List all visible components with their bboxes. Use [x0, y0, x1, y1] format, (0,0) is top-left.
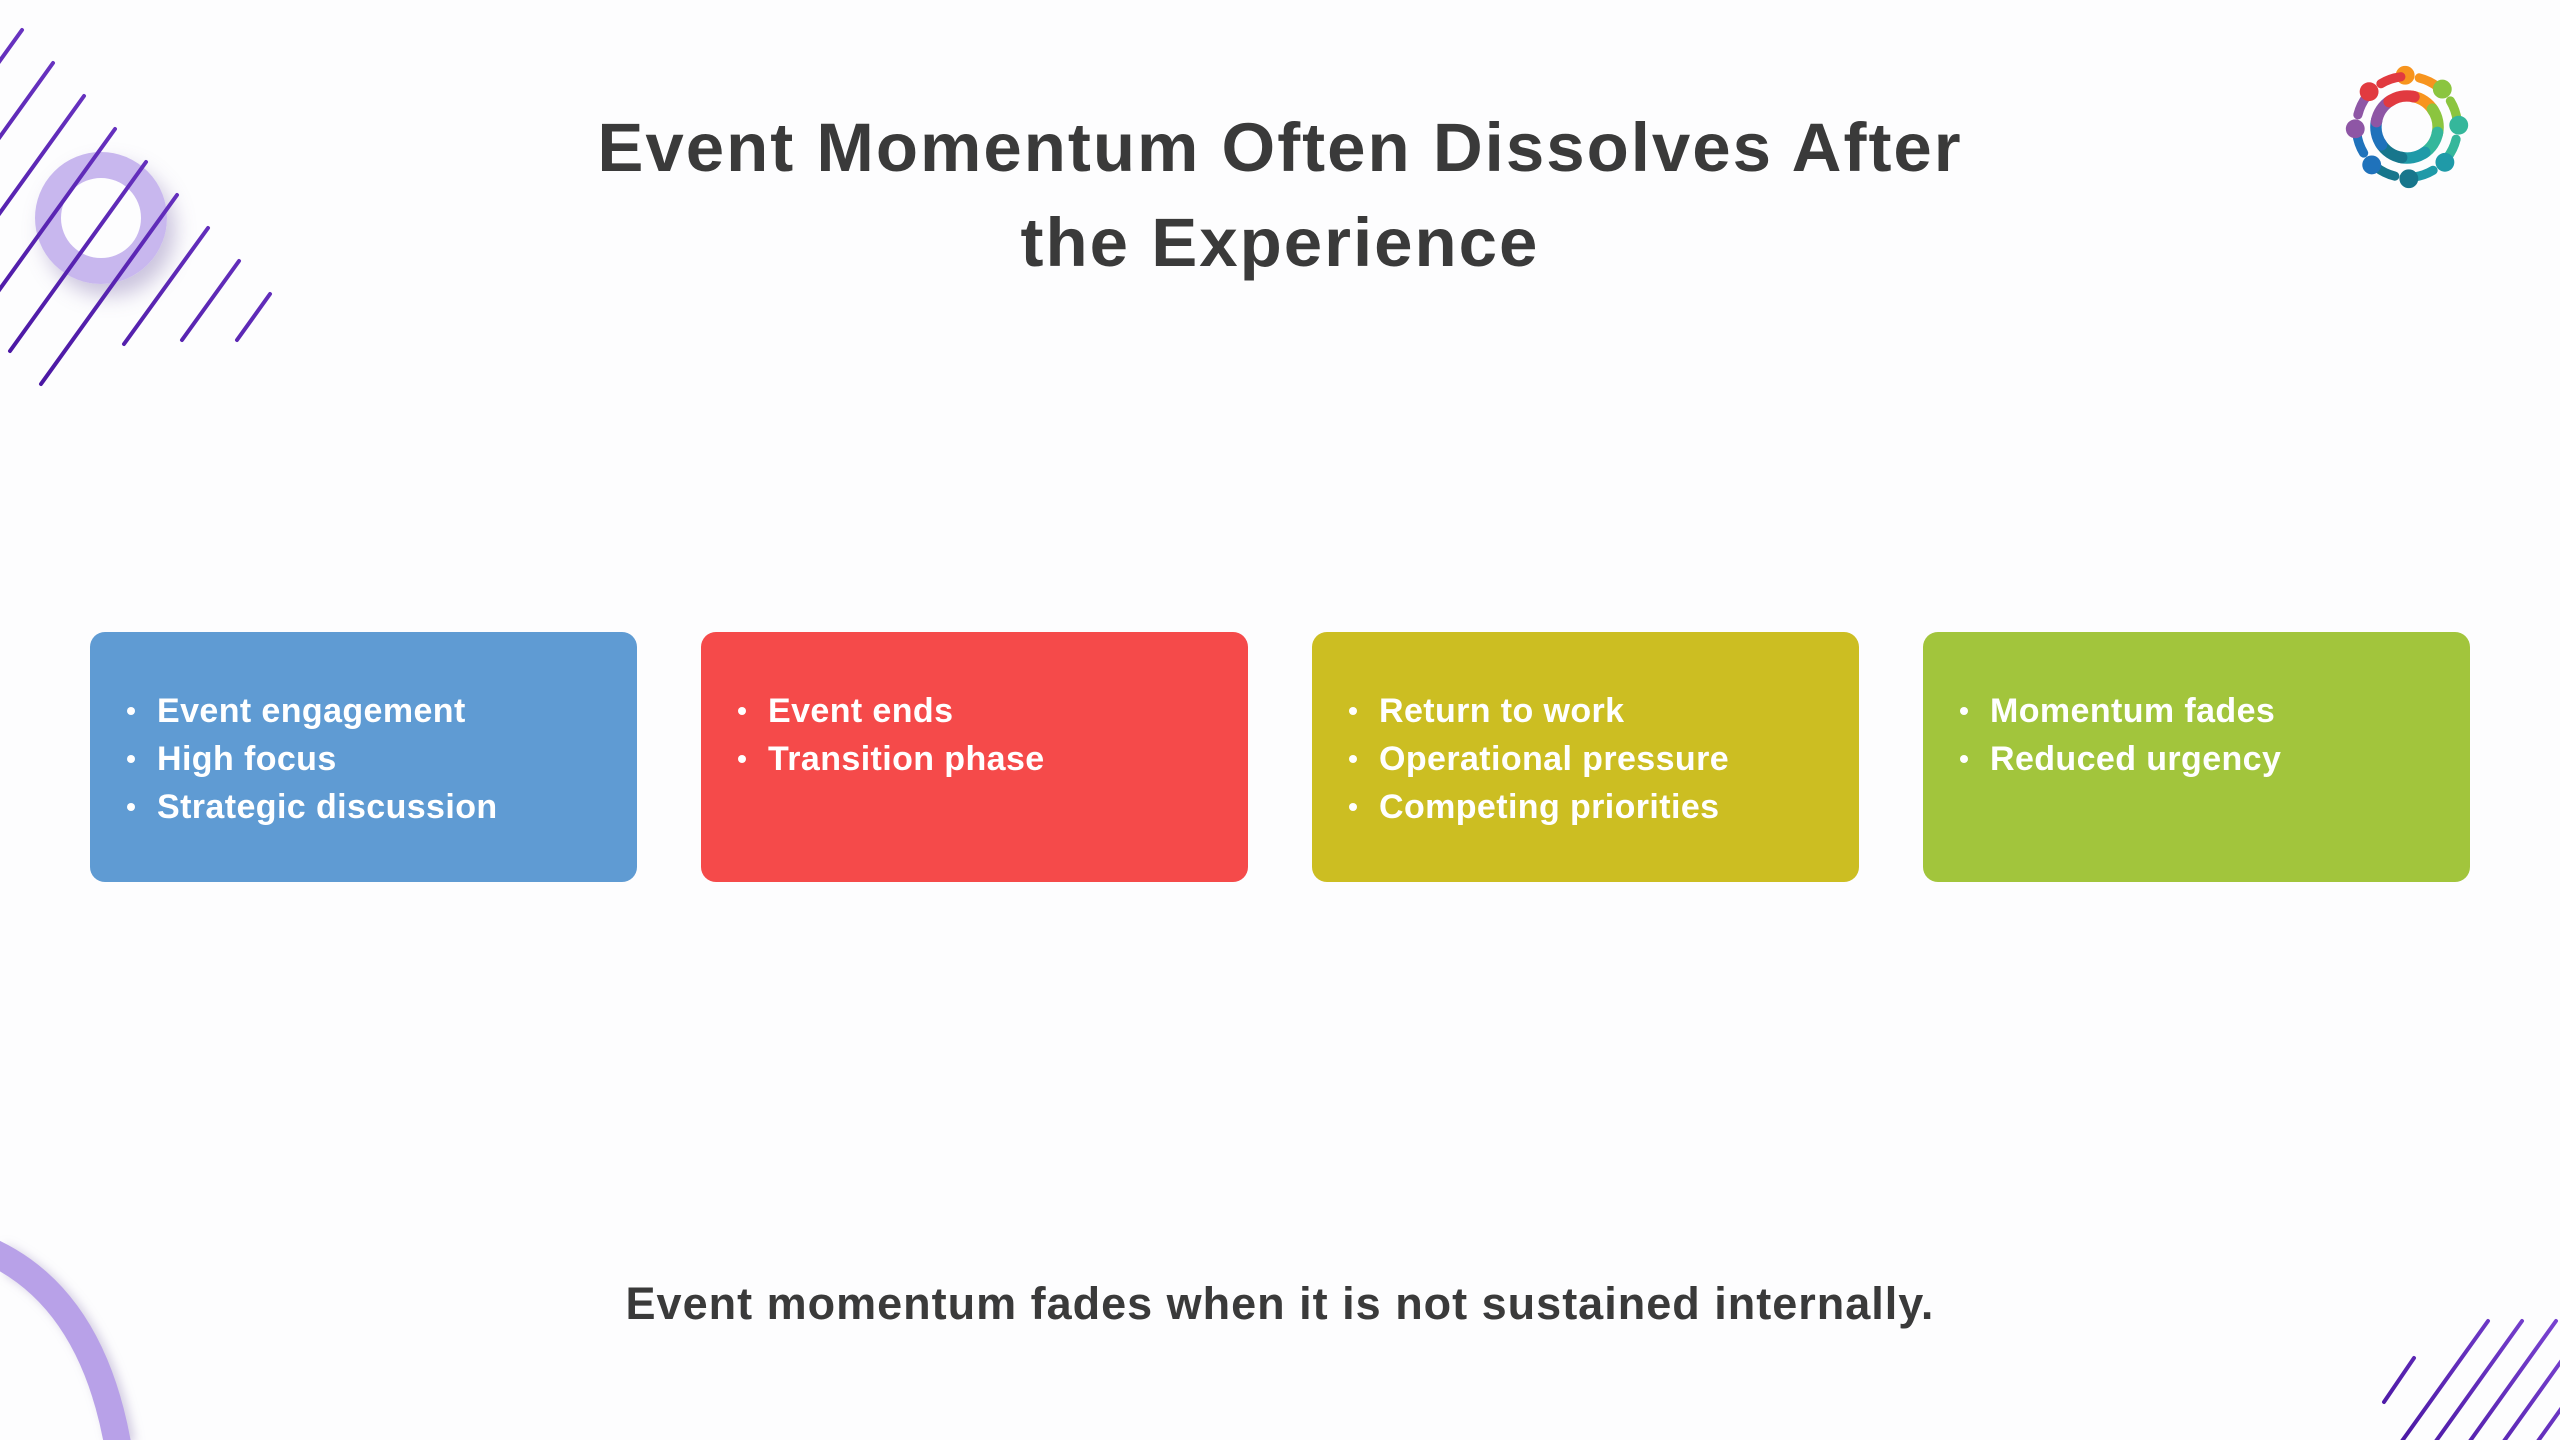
- bullet-item: Transition phase: [737, 735, 1220, 783]
- stage-card-return-to-work: Return to work Operational pressure Comp…: [1312, 632, 1859, 882]
- stage-card-event-end: Event ends Transition phase: [701, 632, 1248, 882]
- slide-title: Event Momentum Often Dissolves After the…: [0, 100, 2560, 290]
- arc-ornament-bottom-left: [0, 1240, 131, 1440]
- conclusion-text: Event momentum fades when it is not sust…: [625, 1278, 1935, 1329]
- bullet-list: Return to work Operational pressure Comp…: [1348, 687, 1831, 831]
- slide-title-line-1: Event Momentum Often Dissolves After: [597, 109, 1963, 186]
- bullet-item: High focus: [126, 735, 609, 783]
- stage-cards-row: Event engagement High focus Strategic di…: [90, 632, 2470, 882]
- bullet-item: Competing priorities: [1348, 783, 1831, 831]
- bullet-item: Momentum fades: [1959, 687, 2442, 735]
- bullet-list: Event engagement High focus Strategic di…: [126, 687, 609, 831]
- slide-title-line-2: the Experience: [1020, 204, 1540, 281]
- bullet-item: Event ends: [737, 687, 1220, 735]
- stage-card-momentum-fade: Momentum fades Reduced urgency: [1923, 632, 2470, 882]
- bullet-item: Operational pressure: [1348, 735, 1831, 783]
- bullet-list: Momentum fades Reduced urgency: [1959, 687, 2442, 783]
- bullet-item: Reduced urgency: [1959, 735, 2442, 783]
- bullet-item: Return to work: [1348, 687, 1831, 735]
- bullet-list: Event ends Transition phase: [737, 687, 1220, 783]
- stage-card-event-engagement: Event engagement High focus Strategic di…: [90, 632, 637, 882]
- bullet-item: Event engagement: [126, 687, 609, 735]
- bullet-item: Strategic discussion: [126, 783, 609, 831]
